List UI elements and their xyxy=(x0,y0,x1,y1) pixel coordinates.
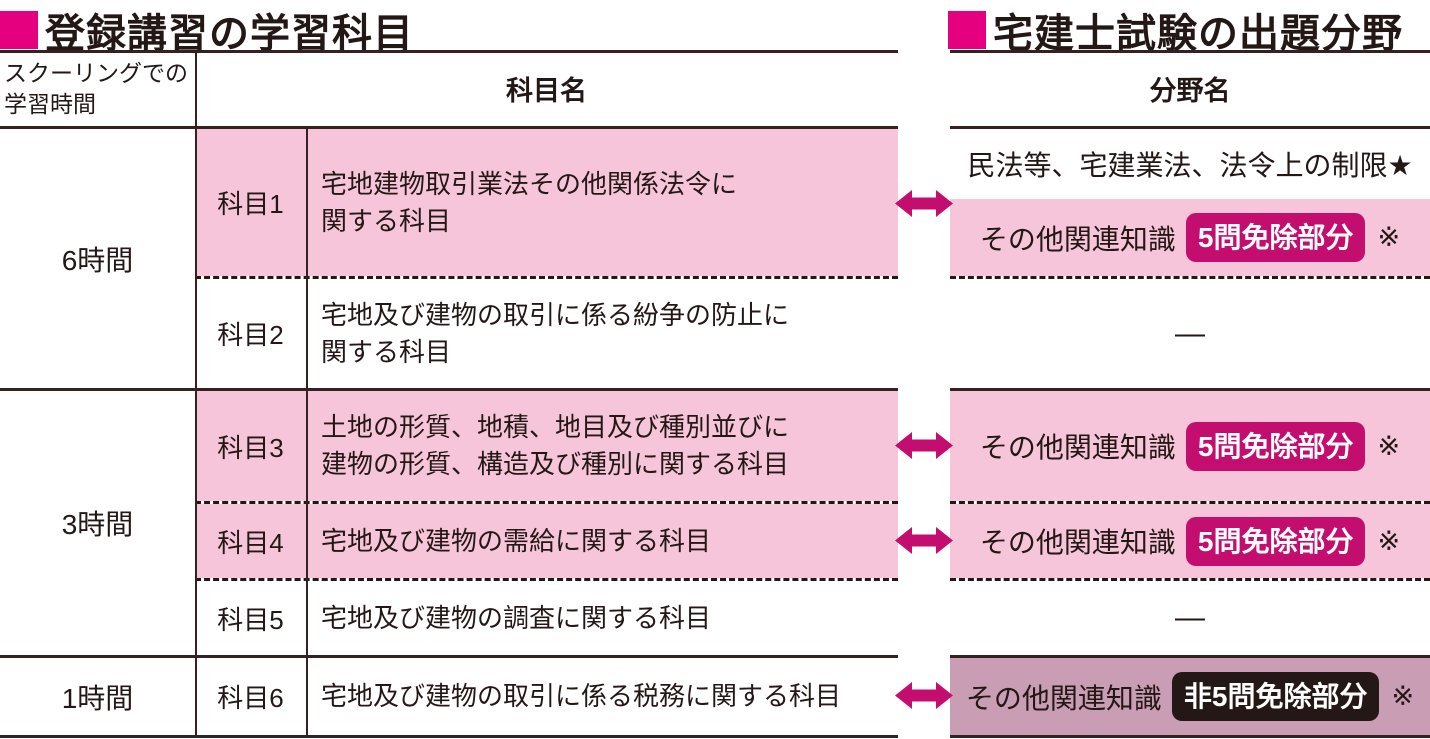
time-cell-6h: 6時間 xyxy=(61,244,134,276)
time-cell-1h: 1時間 xyxy=(61,682,134,714)
field6-related-knowledge: その他関連知識 非5問免除部分 ※ xyxy=(950,658,1430,735)
field4-related-knowledge: その他関連知識 5問免除部分 ※ xyxy=(950,504,1430,578)
header-field-name: 分野名 xyxy=(1149,76,1231,106)
subject1-line2: 関する科目 xyxy=(321,205,452,236)
right-rule-top xyxy=(950,50,1430,53)
subject3-line2: 建物の形質、構造及び種別に関する科目 xyxy=(321,449,790,479)
related-knowledge-text: その他関連知識 xyxy=(979,432,1176,463)
subject4-label: 科目4 xyxy=(217,527,284,558)
field2-dash: — xyxy=(1175,316,1205,350)
subject6-label: 科目6 xyxy=(217,683,284,713)
right-rule-group1 xyxy=(950,388,1430,391)
note-asterisk: ※ xyxy=(1377,222,1401,252)
subject2-label: 科目2 xyxy=(217,320,284,350)
subject3-line1: 土地の形質、地積、地目及び種別並びに xyxy=(321,412,790,442)
row4-pink-fill xyxy=(195,504,898,578)
row3-pink-fill xyxy=(195,391,898,501)
subject4-line1: 宅地及び建物の需給に関する科目 xyxy=(321,525,712,556)
left-dotted-row1 xyxy=(195,276,898,279)
right-rule-group2 xyxy=(950,655,1430,658)
row1-pink-fill xyxy=(195,129,898,276)
double-arrow-icon xyxy=(895,432,953,459)
exempt-5q-badge: 5問免除部分 xyxy=(1185,213,1366,262)
title-square-icon xyxy=(948,11,986,49)
subject3-text: 土地の形質、地積、地目及び種別並びに 建物の形質、構造及び種別に関する科目 xyxy=(306,391,898,501)
title-square-icon xyxy=(0,11,38,49)
exempt-5q-badge: 5問免除部分 xyxy=(1185,516,1366,566)
left-rule-header xyxy=(0,126,898,129)
non-exempt-5q-badge: 非5問免除部分 xyxy=(1171,672,1380,721)
left-vline-subject xyxy=(306,126,308,738)
left-dotted-row3 xyxy=(195,501,898,504)
left-rule-bottom xyxy=(0,735,898,738)
subject4-text: 宅地及び建物の需給に関する科目 xyxy=(306,504,898,578)
left-table-title: 登録講習の学習科目 xyxy=(0,1,414,59)
note-asterisk: ※ xyxy=(1391,681,1415,711)
subject1-label: 科目1 xyxy=(217,189,284,219)
header-schooling-line1: スクーリングでの xyxy=(4,60,188,86)
related-knowledge-text: その他関連知識 xyxy=(965,682,1162,714)
right-rule-bottom xyxy=(950,735,1430,738)
left-rule-group2 xyxy=(0,655,898,658)
left-rule-top xyxy=(0,50,898,53)
subject5-line1: 宅地及び建物の調査に関する科目 xyxy=(321,602,712,633)
double-arrow-icon xyxy=(895,190,953,217)
field1-related-knowledge: その他関連知識 5問免除部分 ※ xyxy=(950,199,1430,276)
subject6-text: 宅地及び建物の取引に係る税務に関する科目 xyxy=(306,658,898,735)
subject1-line1: 宅地建物取引業法その他関係法令に xyxy=(321,168,738,199)
right-rule-header xyxy=(950,126,1430,129)
double-arrow-icon xyxy=(895,682,953,709)
exempt-5q-badge: 5問免除部分 xyxy=(1185,421,1366,471)
left-vline-time xyxy=(195,50,197,738)
subject2-line2: 関する科目 xyxy=(321,336,452,367)
subject2-line1: 宅地及び建物の取引に係る紛争の防止に xyxy=(321,299,790,330)
left-dotted-row4 xyxy=(195,578,898,581)
left-table-title-text: 登録講習の学習科目 xyxy=(45,12,414,56)
related-knowledge-text: その他関連知識 xyxy=(979,527,1176,558)
subject3-label: 科目3 xyxy=(217,432,284,463)
double-arrow-icon xyxy=(895,527,953,554)
header-subject-name: 科目名 xyxy=(506,76,587,106)
related-knowledge-text: その他関連知識 xyxy=(979,223,1176,255)
subject5-label: 科目5 xyxy=(217,604,284,635)
right-dotted-row3 xyxy=(950,501,1430,504)
header-schooling-hours: スクーリングでの 学習時間 xyxy=(4,58,188,120)
time-cell-3h: 3時間 xyxy=(61,509,134,540)
field1-law-text: 民法等、宅建業法、法令上の制限★ xyxy=(967,150,1413,181)
subject1-text: 宅地建物取引業法その他関係法令に 関する科目 xyxy=(306,129,898,276)
right-table-title: 宅建士試験の出題分野 xyxy=(948,1,1403,59)
subject6-line1: 宅地及び建物の取引に係る税務に関する科目 xyxy=(321,681,842,711)
header-schooling-line2: 学習時間 xyxy=(4,91,96,117)
right-dotted-row4 xyxy=(950,578,1430,581)
right-dotted-row1 xyxy=(950,276,1430,279)
note-asterisk: ※ xyxy=(1377,525,1401,556)
right-table-title-text: 宅建士試験の出題分野 xyxy=(993,12,1403,56)
note-asterisk: ※ xyxy=(1377,430,1401,461)
field3-related-knowledge: その他関連知識 5問免除部分 ※ xyxy=(950,391,1430,501)
subject2-text: 宅地及び建物の取引に係る紛争の防止に 関する科目 xyxy=(306,279,898,388)
subject5-text: 宅地及び建物の調査に関する科目 xyxy=(306,581,898,655)
left-rule-group1 xyxy=(0,388,898,391)
field5-dash: — xyxy=(1175,601,1205,634)
